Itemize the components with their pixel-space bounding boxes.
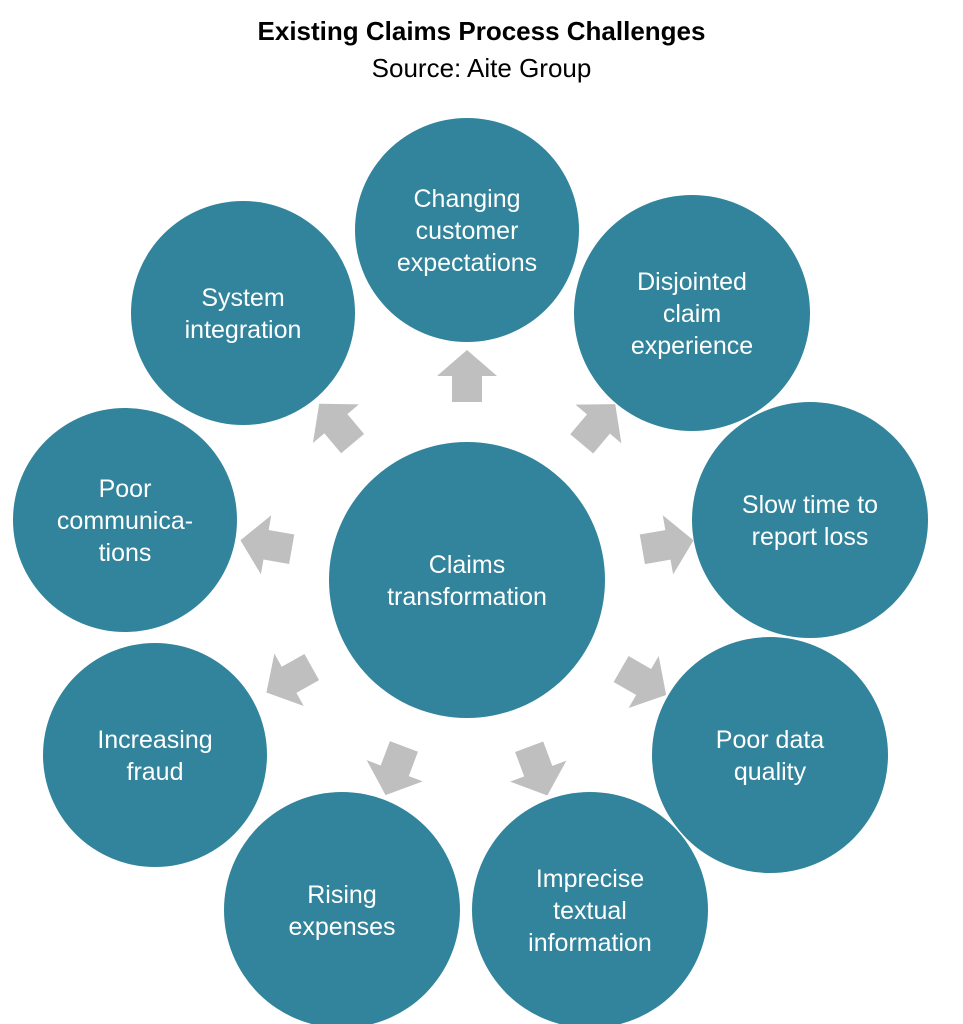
- challenge-label-line: communica-: [57, 507, 193, 535]
- arrow-shape: [613, 656, 667, 709]
- challenge-circle: [652, 637, 888, 873]
- challenge-label-line: Disjointed: [637, 268, 747, 296]
- arrow-poor-communications: [240, 515, 295, 575]
- challenge-label-line: information: [528, 929, 652, 957]
- challenge-label-line: report loss: [752, 523, 869, 551]
- challenge-node-changing-customer-expectations: Changing customer expectations: [355, 118, 579, 342]
- challenge-label-line: System: [201, 284, 284, 312]
- arrow-rising-expenses: [366, 741, 423, 796]
- arrow-shape: [366, 741, 423, 796]
- arrow-shape: [266, 653, 320, 706]
- center-node-claims-transformation: Claims transformation: [329, 442, 605, 718]
- arrow-disjointed-claim-experience: [570, 404, 622, 454]
- challenge-label-line: fraud: [127, 758, 184, 786]
- nodes-layer: Claims transformation Changing customer expe…: [13, 118, 928, 1024]
- challenge-label-line: textual: [553, 897, 627, 925]
- challenge-circle: [355, 118, 579, 342]
- challenge-node-poor-communications: Poor communica-tions: [13, 408, 237, 632]
- arrow-changing-customer-expectations: [437, 350, 497, 402]
- challenge-label-line: Poor: [99, 475, 152, 503]
- challenge-label-line: experience: [631, 332, 753, 360]
- diagram-title: Existing Claims Process Challenges: [257, 16, 706, 46]
- challenge-node-disjointed-claim-experience: Disjointed claim experience: [574, 195, 810, 431]
- challenge-label-line: customer: [416, 217, 519, 245]
- center-circle: [329, 442, 605, 718]
- challenge-node-rising-expenses: Rising expenses: [224, 792, 460, 1024]
- arrow-slow-time-to-report-loss: [639, 515, 694, 575]
- challenge-circle: [472, 792, 708, 1024]
- challenge-label-line: Slow time to: [742, 491, 878, 519]
- challenge-circle: [131, 201, 355, 425]
- arrow-shape: [437, 350, 497, 402]
- challenge-node-system-integration: System integration: [131, 201, 355, 425]
- arrow-shape: [240, 515, 295, 575]
- diagram-subtitle: Source: Aite Group: [371, 53, 592, 83]
- center-label-line: transformation: [387, 583, 547, 611]
- challenge-label-line: expenses: [288, 913, 395, 941]
- arrow-imprecise-textual-information: [510, 741, 567, 796]
- challenge-label-line: tions: [99, 539, 152, 567]
- arrow-increasing-fraud: [266, 653, 320, 706]
- challenge-label-line: Rising: [307, 881, 376, 909]
- challenge-node-poor-data-quality: Poor data quality: [652, 637, 888, 873]
- center-label-line: Claims: [429, 551, 505, 579]
- challenge-node-slow-time-to-report-loss: Slow time to report loss: [692, 402, 928, 638]
- arrow-shape: [639, 515, 694, 575]
- challenge-label-line: claim: [663, 300, 721, 328]
- challenge-label-line: Poor data: [716, 726, 825, 754]
- challenge-circle: [574, 195, 810, 431]
- challenge-circle: [13, 408, 237, 632]
- arrow-system-integration: [312, 403, 365, 454]
- challenge-label-line: Increasing: [97, 726, 212, 754]
- challenge-node-increasing-fraud: Increasing fraud: [43, 643, 267, 867]
- challenge-circle: [43, 643, 267, 867]
- arrow-poor-data-quality: [613, 656, 667, 709]
- challenge-label-line: expectations: [397, 249, 537, 277]
- challenge-circle: [224, 792, 460, 1024]
- challenge-label-line: Imprecise: [536, 865, 644, 893]
- challenge-label-line: Changing: [413, 185, 520, 213]
- challenge-label-line: quality: [734, 758, 807, 786]
- challenge-node-imprecise-textual-information: Imprecise textual information: [472, 792, 708, 1024]
- challenge-circle: [692, 402, 928, 638]
- challenge-label-line: integration: [185, 316, 302, 344]
- arrow-shape: [510, 741, 567, 796]
- arrow-shape: [312, 403, 365, 454]
- arrow-shape: [570, 404, 622, 454]
- arrows-layer: [240, 350, 694, 796]
